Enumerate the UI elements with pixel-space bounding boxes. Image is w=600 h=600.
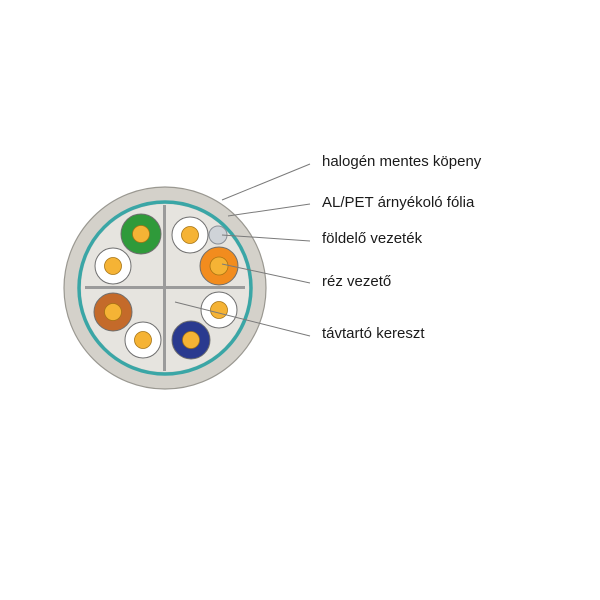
leader-spacer-cross <box>174 301 311 337</box>
label-drain-wire: földelő vezeték <box>322 230 423 247</box>
wire-white-brown <box>124 321 162 359</box>
wire-pairs <box>93 213 239 360</box>
spacer-cross <box>85 205 245 371</box>
leader-foil <box>227 203 311 217</box>
label-shield-foil: AL/PET árnyékoló fólia <box>322 194 475 211</box>
leader-copper-conductor <box>221 263 311 284</box>
wire-orange <box>199 246 239 286</box>
leader-lines <box>174 163 311 337</box>
wire-white-green <box>94 247 132 285</box>
shield-foil <box>77 200 253 376</box>
label-copper-conductor: réz vezető <box>322 273 392 290</box>
label-spacer-cross: távtartó kereszt <box>322 325 425 342</box>
wire-green <box>120 213 162 255</box>
wire-blue <box>171 320 211 360</box>
leader-drain-wire <box>221 234 311 242</box>
leader-jacket <box>221 163 311 201</box>
wire-white-orange <box>171 216 209 254</box>
wire-brown <box>93 292 133 332</box>
label-jacket: halogén mentes köpeny <box>322 153 482 170</box>
wire-white-blue <box>200 291 238 329</box>
